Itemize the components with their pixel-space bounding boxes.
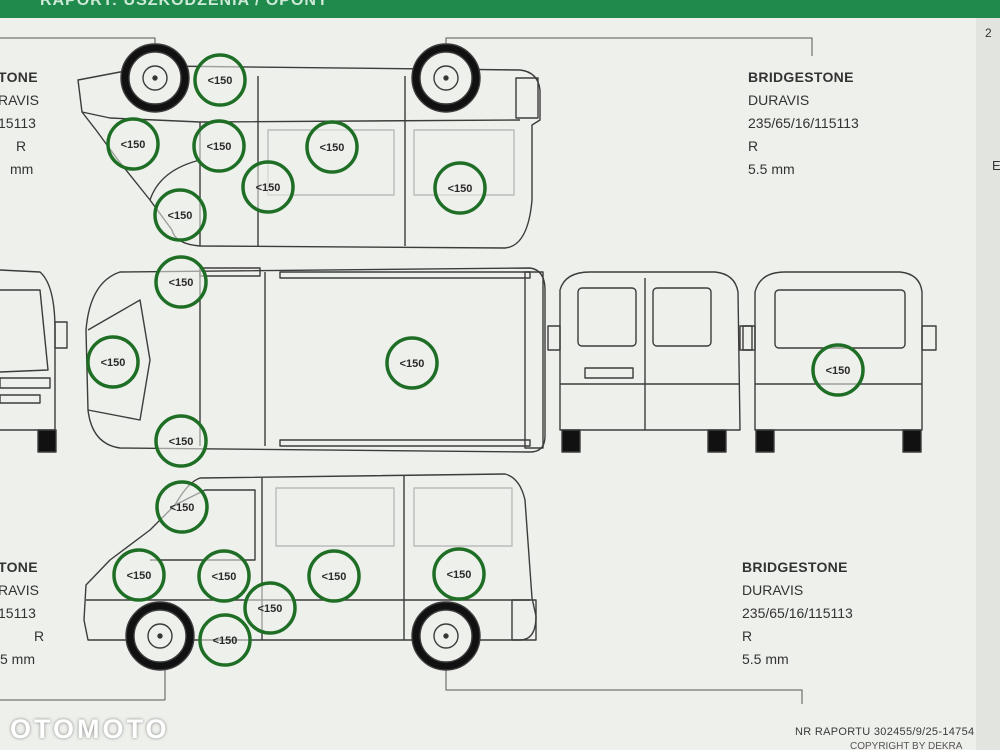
paint-thickness-marker-label: <150 <box>168 210 193 222</box>
tire-tread-depth: 5.5 mm <box>748 161 795 177</box>
tire-brand: BRIDGESTONE <box>748 69 854 85</box>
tire-info-front-left: TONE RAVIS 15113 R mm <box>0 66 39 181</box>
paint-thickness-marker-ring <box>385 336 439 390</box>
report-header-title: RAPORT: USZKODZENIA / OPONY <box>40 0 329 9</box>
tire-info-rear-left: BRIDGESTONE DURAVIS 235/65/16/115113 R 5… <box>748 66 859 181</box>
paint-thickness-marker-label: <150 <box>256 182 281 194</box>
paint-thickness-markers: <150 <150 <150 <150 <150 <150 <150 <150 <150 <150… <box>86 53 865 667</box>
adjacent-panel-text: E <box>992 158 1000 173</box>
paint-thickness-marker: <150 <box>86 335 140 389</box>
tire-model: RAVIS <box>0 582 39 598</box>
tire-size: 15113 <box>0 605 36 621</box>
paint-thickness-marker-label: <150 <box>213 635 238 647</box>
paint-thickness-marker: <150 <box>811 343 865 397</box>
paint-thickness-marker: <150 <box>305 120 359 174</box>
paint-thickness-marker-ring <box>198 613 252 667</box>
adjacent-panel-text: 2 <box>985 26 992 40</box>
paint-thickness-marker-label: <150 <box>101 357 126 369</box>
paint-thickness-marker-ring <box>305 120 359 174</box>
tire-tread-depth: mm <box>10 161 34 177</box>
paint-thickness-marker-ring <box>112 548 166 602</box>
paint-thickness-marker-ring <box>811 343 865 397</box>
paint-thickness-marker-label: <150 <box>170 502 195 514</box>
paint-thickness-marker: <150 <box>106 117 160 171</box>
paint-thickness-marker-ring <box>154 255 208 309</box>
copyright-text: COPYRIGHT BY DEKRA <box>850 741 963 750</box>
paint-thickness-marker-label: <150 <box>400 358 425 370</box>
paint-thickness-marker: <150 <box>154 255 208 309</box>
paint-thickness-marker: <150 <box>112 548 166 602</box>
tire-position: R <box>748 138 759 154</box>
paint-thickness-marker: <150 <box>243 581 297 635</box>
paint-thickness-marker-ring <box>153 188 207 242</box>
paint-thickness-marker-ring <box>193 53 247 107</box>
tire-model: DURAVIS <box>742 582 804 598</box>
paint-thickness-marker: <150 <box>198 613 252 667</box>
paint-thickness-marker: <150 <box>385 336 439 390</box>
paint-thickness-marker-ring <box>155 480 209 534</box>
paint-thickness-marker-ring <box>432 547 486 601</box>
paint-thickness-marker-label: <150 <box>208 75 233 87</box>
tire-tread-depth: 5.5 mm <box>742 651 789 667</box>
van-front-view <box>0 269 68 453</box>
paint-thickness-marker: <150 <box>155 480 209 534</box>
tire-model: DURAVIS <box>748 92 810 108</box>
paint-thickness-marker: <150 <box>432 547 486 601</box>
paint-thickness-marker-label: <150 <box>212 571 237 583</box>
paint-thickness-marker-ring <box>243 581 297 635</box>
tire-position: R <box>16 138 27 154</box>
paint-thickness-marker-ring <box>307 549 361 603</box>
report-number: NR RAPORTU 302455/9/25-14754 <box>795 726 975 738</box>
paint-thickness-marker-ring <box>154 414 208 468</box>
paint-thickness-marker: <150 <box>307 549 361 603</box>
paint-thickness-marker-label: <150 <box>320 142 345 154</box>
paint-thickness-marker-ring <box>86 335 140 389</box>
paint-thickness-marker: <150 <box>192 119 246 173</box>
paint-thickness-marker-label: <150 <box>169 436 194 448</box>
report-header-bar: RAPORT: USZKODZENIA / OPONY <box>0 0 1000 18</box>
tire-size: 235/65/16/115113 <box>748 115 859 131</box>
paint-thickness-marker-ring <box>241 160 295 214</box>
van-rear-view-doors <box>547 271 753 453</box>
tire-callout-lines <box>0 37 813 704</box>
tire-position: R <box>742 628 753 644</box>
paint-thickness-marker: <150 <box>193 53 247 107</box>
paint-thickness-marker-label: <150 <box>826 365 851 377</box>
paint-thickness-marker-label: <150 <box>258 603 283 615</box>
paint-thickness-marker-ring <box>106 117 160 171</box>
paint-thickness-marker-label: <150 <box>448 183 473 195</box>
adjacent-panel-edge <box>976 18 1000 750</box>
paint-thickness-marker-label: <150 <box>207 141 232 153</box>
paint-thickness-marker: <150 <box>433 161 487 215</box>
tire-brand: BRIDGESTONE <box>742 559 848 575</box>
paint-thickness-marker: <150 <box>153 188 207 242</box>
paint-thickness-marker-label: <150 <box>121 139 146 151</box>
paint-thickness-marker: <150 <box>241 160 295 214</box>
tire-brand: TONE <box>0 559 38 575</box>
tire-tread-depth: 5 mm <box>0 651 35 667</box>
paint-thickness-marker-label: <150 <box>322 571 347 583</box>
paint-thickness-marker-ring <box>192 119 246 173</box>
tire-position: R <box>34 628 45 644</box>
paint-thickness-marker-label: <150 <box>169 277 194 289</box>
paint-thickness-marker-ring <box>197 549 251 603</box>
tire-size: 235/65/16/115113 <box>742 605 853 621</box>
paint-thickness-marker: <150 <box>197 549 251 603</box>
van-roof-view <box>85 267 546 453</box>
tire-info-front-right: TONE RAVIS 15113 R 5 mm <box>0 556 44 671</box>
tire-brand: TONE <box>0 69 38 85</box>
paint-thickness-marker-ring <box>433 161 487 215</box>
otomoto-watermark: OTOMOTO <box>10 714 170 744</box>
paint-thickness-marker: <150 <box>154 414 208 468</box>
paint-thickness-marker-label: <150 <box>127 570 152 582</box>
tire-size: 15113 <box>0 115 36 131</box>
tire-model: RAVIS <box>0 92 39 108</box>
tire-info-rear-right: BRIDGESTONE DURAVIS 235/65/16/115113 R 5… <box>742 556 853 671</box>
paint-thickness-marker-label: <150 <box>447 569 472 581</box>
